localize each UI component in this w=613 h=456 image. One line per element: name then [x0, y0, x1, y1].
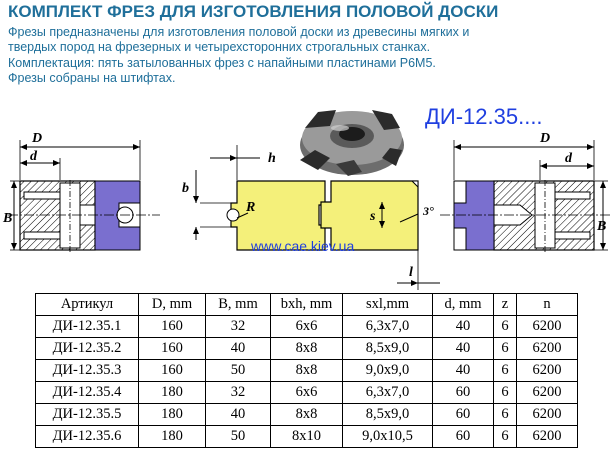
cutter-photo [300, 110, 404, 176]
cell-article: ДИ-12.35.6 [35, 425, 139, 448]
page-title: КОМПЛЕКТ ФРЕЗ ДЛЯ ИЗГОТОВЛЕНИЯ ПОЛОВОЙ Д… [8, 2, 499, 21]
column-header-teeth: z [493, 293, 517, 316]
column-header-bore: d, mm [432, 293, 494, 316]
table-row: ДИ-12.35.6 180 50 8x10 9,0x10,5 60 6 620… [35, 425, 578, 448]
cell-diameter: 160 [138, 315, 206, 338]
cell-width: 32 [205, 381, 271, 404]
cell-rpm: 6200 [516, 359, 578, 382]
cell-groove: 8,5x9,0 [342, 403, 433, 426]
cell-teeth: 6 [493, 359, 517, 382]
cell-teeth: 6 [493, 425, 517, 448]
cell-groove: 8,5x9,0 [342, 337, 433, 360]
label-d-outer-right: D [539, 131, 550, 146]
cell-bore: 60 [432, 403, 494, 426]
column-header-rpm: n [516, 293, 578, 316]
description-assembly: Фрезы собраны на штифтах. [8, 71, 176, 86]
table-row: ДИ-12.35.5 180 40 8x8 8,5x9,0 60 6 6200 [35, 403, 578, 426]
cell-tongue: 8x8 [270, 359, 343, 382]
cell-tongue: 6x6 [270, 315, 343, 338]
column-header-groove: sxl,mm [342, 293, 433, 316]
cell-groove: 9,0x10,5 [342, 425, 433, 448]
cell-rpm: 6200 [516, 315, 578, 338]
cell-tongue: 8x8 [270, 337, 343, 360]
column-header-tongue: bxh, mm [270, 293, 343, 316]
right-cutter-drawing [440, 140, 610, 252]
floorboard-drawing [193, 145, 440, 290]
cell-width: 40 [205, 403, 271, 426]
label-d-outer-left: D [31, 131, 42, 146]
cell-tongue: 8x10 [270, 425, 343, 448]
label-r: R [245, 200, 255, 215]
cell-rpm: 6200 [516, 381, 578, 404]
cell-diameter: 180 [138, 381, 206, 404]
cell-width: 50 [205, 359, 271, 382]
specification-table: Артикул D, mm B, mm bxh, mm sxl,mm d, mm… [35, 293, 578, 448]
label-s: s [369, 209, 376, 224]
cell-rpm: 6200 [516, 337, 578, 360]
label-l: l [409, 265, 413, 280]
cell-groove: 6,3x7,0 [342, 315, 433, 338]
cell-teeth: 6 [493, 403, 517, 426]
table-header-row: Артикул D, mm B, mm bxh, mm sxl,mm d, mm… [35, 293, 578, 316]
cell-bore: 60 [432, 425, 494, 448]
cell-width: 40 [205, 337, 271, 360]
column-header-diameter: D, mm [138, 293, 206, 316]
label-angle: 3° [422, 204, 434, 218]
cell-groove: 9,0x9,0 [342, 359, 433, 382]
cell-teeth: 6 [493, 381, 517, 404]
technical-drawing: D d B h b R s 3° l D d B [2, 110, 610, 290]
cell-diameter: 180 [138, 403, 206, 426]
cell-article: ДИ-12.35.2 [35, 337, 139, 360]
cell-bore: 60 [432, 381, 494, 404]
left-cutter-drawing [8, 140, 160, 252]
label-b-width-right: B [596, 219, 606, 234]
label-b-width-left: B [2, 211, 12, 226]
description: Фрезы предназначены для изготовления пол… [8, 25, 498, 87]
website-link[interactable]: www.cae.kiev.ua [251, 238, 355, 254]
description-kit: Комплектация: пять затылованных фрез с н… [8, 55, 436, 70]
cell-bore: 40 [432, 315, 494, 338]
cell-rpm: 6200 [516, 425, 578, 448]
cell-rpm: 6200 [516, 403, 578, 426]
label-h: h [268, 151, 276, 166]
label-b-tongue: b [182, 181, 189, 196]
cell-width: 32 [205, 315, 271, 338]
cell-article: ДИ-12.35.5 [35, 403, 139, 426]
cell-teeth: 6 [493, 337, 517, 360]
cell-bore: 40 [432, 337, 494, 360]
description-purpose: Фрезы предназначены для изготовления пол… [8, 25, 470, 55]
table-row: ДИ-12.35.4 180 32 6x6 6,3x7,0 60 6 6200 [35, 381, 578, 404]
label-d-inner-left: d [30, 149, 38, 164]
cell-article: ДИ-12.35.4 [35, 381, 139, 404]
model-number: ДИ-12.35.... [425, 104, 543, 129]
column-header-article: Артикул [35, 293, 139, 316]
table-row: ДИ-12.35.2 160 40 8x8 8,5x9,0 40 6 6200 [35, 337, 578, 360]
table-row: ДИ-12.35.3 160 50 8x8 9,0x9,0 40 6 6200 [35, 359, 578, 382]
cell-tongue: 8x8 [270, 403, 343, 426]
column-header-width: B, mm [205, 293, 271, 316]
cell-tongue: 6x6 [270, 381, 343, 404]
cell-diameter: 160 [138, 337, 206, 360]
cell-bore: 40 [432, 359, 494, 382]
label-d-inner-right: d [565, 151, 573, 166]
cell-groove: 6,3x7,0 [342, 381, 433, 404]
cell-teeth: 6 [493, 315, 517, 338]
cell-article: ДИ-12.35.3 [35, 359, 139, 382]
cell-diameter: 180 [138, 425, 206, 448]
table-row: ДИ-12.35.1 160 32 6x6 6,3x7,0 40 6 6200 [35, 315, 578, 338]
cell-diameter: 160 [138, 359, 206, 382]
cell-article: ДИ-12.35.1 [35, 315, 139, 338]
cell-width: 50 [205, 425, 271, 448]
